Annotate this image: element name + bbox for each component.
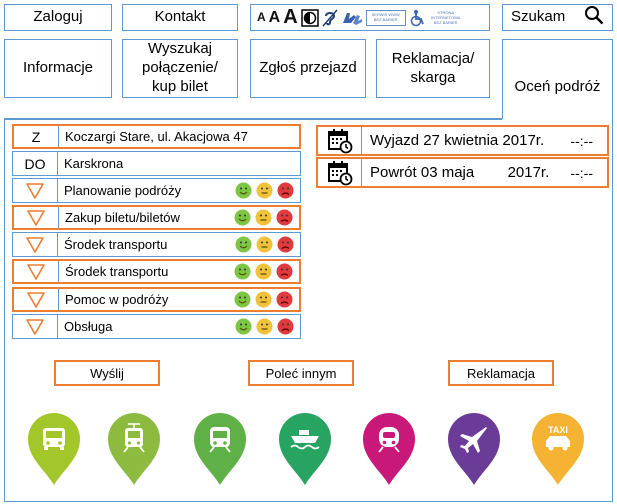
- departure-date-field[interactable]: Wyjazd 27 kwietnia 2017r. --:--: [316, 125, 609, 156]
- sad-face-icon[interactable]: [277, 182, 294, 199]
- rating-row: Środek transportu: [12, 232, 301, 257]
- to-label: DO: [13, 152, 58, 175]
- hearing-impaired-icon[interactable]: [322, 9, 338, 27]
- sad-face-icon[interactable]: [277, 318, 294, 335]
- expand-triangle-icon[interactable]: [14, 207, 59, 228]
- accessible-site-logo: SERWIS WWW BEZ BARIER: [365, 9, 406, 26]
- from-label: Z: [14, 126, 59, 147]
- sad-face-icon[interactable]: [276, 291, 293, 308]
- from-field[interactable]: Z Koczargi Stare, ul. Akacjowa 47: [12, 124, 301, 149]
- rate-trip-panel: [4, 118, 613, 502]
- rating-label: Środek transportu: [64, 237, 168, 252]
- barrier-free-logo: STRONA INTERNETOWA BEZ BARIER: [431, 9, 461, 25]
- from-value[interactable]: Koczargi Stare, ul. Akacjowa 47: [65, 129, 248, 144]
- return-time[interactable]: --:--: [570, 164, 593, 181]
- neutral-face-icon[interactable]: [256, 236, 273, 253]
- login-button[interactable]: Zaloguj: [4, 4, 112, 31]
- search-icon: [584, 5, 604, 31]
- contact-button[interactable]: Kontakt: [122, 4, 238, 31]
- taxi-icon[interactable]: TAXI: [531, 412, 585, 486]
- expand-triangle-icon[interactable]: [13, 179, 58, 202]
- metro-icon[interactable]: [362, 412, 416, 486]
- neutral-face-icon[interactable]: [255, 263, 272, 280]
- return-date: Powrót 03 maja 2017r.: [370, 164, 550, 181]
- ferry-icon[interactable]: [278, 412, 332, 486]
- nav-complaint[interactable]: Reklamacja/skarga: [376, 39, 490, 98]
- happy-face-icon[interactable]: [235, 182, 252, 199]
- happy-face-icon[interactable]: [234, 291, 251, 308]
- calendar-icon[interactable]: [318, 127, 362, 154]
- search-button[interactable]: Szukam: [502, 4, 613, 31]
- departure-time[interactable]: --:--: [570, 132, 593, 149]
- neutral-face-icon[interactable]: [256, 318, 273, 335]
- happy-face-icon[interactable]: [234, 209, 251, 226]
- to-field[interactable]: DO Karskrona: [12, 151, 301, 176]
- happy-face-icon[interactable]: [235, 236, 252, 253]
- contrast-icon[interactable]: [300, 8, 319, 27]
- rating-label: Obsługa: [64, 319, 113, 334]
- expand-triangle-icon[interactable]: [13, 233, 58, 256]
- plane-icon[interactable]: [447, 412, 501, 486]
- nav-rate-trip[interactable]: Oceń podróż: [502, 39, 613, 119]
- sign-language-icon[interactable]: [341, 9, 363, 27]
- neutral-face-icon[interactable]: [256, 182, 273, 199]
- happy-face-icon[interactable]: [235, 318, 252, 335]
- tram-icon[interactable]: [107, 412, 161, 486]
- recommend-button[interactable]: Poleć innym: [248, 360, 354, 386]
- font-medium-button[interactable]: A: [268, 8, 281, 26]
- train-icon[interactable]: [193, 412, 247, 486]
- rating-label: Zakup biletu/biletów: [65, 210, 180, 225]
- rating-row: Pomoc w podróży: [12, 287, 301, 312]
- expand-triangle-icon[interactable]: [14, 289, 59, 310]
- font-small-button[interactable]: A: [257, 10, 266, 24]
- bus-icon[interactable]: [27, 412, 81, 486]
- send-button[interactable]: Wyślij: [54, 360, 160, 386]
- rating-row: Planowanie podróży: [12, 178, 301, 203]
- rating-label: Planowanie podróży: [64, 183, 182, 198]
- return-date-field[interactable]: Powrót 03 maja 2017r. --:--: [316, 157, 609, 188]
- sad-face-icon[interactable]: [277, 236, 294, 253]
- sad-face-icon[interactable]: [276, 209, 293, 226]
- nav-info[interactable]: Informacje: [4, 39, 112, 98]
- accessibility-toolbar: A A A SERWIS WWW BEZ BARIER STRONA INTER…: [250, 4, 490, 31]
- rating-row: Obsługa: [12, 314, 301, 339]
- calendar-icon[interactable]: [318, 159, 362, 186]
- complaint-button[interactable]: Reklamacja: [448, 360, 554, 386]
- neutral-face-icon[interactable]: [255, 291, 272, 308]
- panel-divider: [4, 118, 502, 120]
- nav-report-trip[interactable]: Zgłoś przejazd: [250, 39, 366, 98]
- expand-triangle-icon[interactable]: [13, 315, 58, 338]
- departure-date: Wyjazd 27 kwietnia 2017r.: [370, 132, 545, 149]
- neutral-face-icon[interactable]: [255, 209, 272, 226]
- expand-triangle-icon[interactable]: [14, 261, 59, 282]
- rating-label: Pomoc w podróży: [65, 292, 169, 307]
- rating-row: Środek transportu: [12, 259, 301, 284]
- to-value[interactable]: Karskrona: [64, 156, 124, 171]
- happy-face-icon[interactable]: [234, 263, 251, 280]
- rating-row: Zakup biletu/biletów: [12, 205, 301, 230]
- wheelchair-icon[interactable]: [409, 9, 425, 27]
- sad-face-icon[interactable]: [276, 263, 293, 280]
- font-large-button[interactable]: A: [283, 6, 298, 28]
- rating-label: Środek transportu: [65, 264, 169, 279]
- taxi-label: TAXI: [548, 425, 568, 435]
